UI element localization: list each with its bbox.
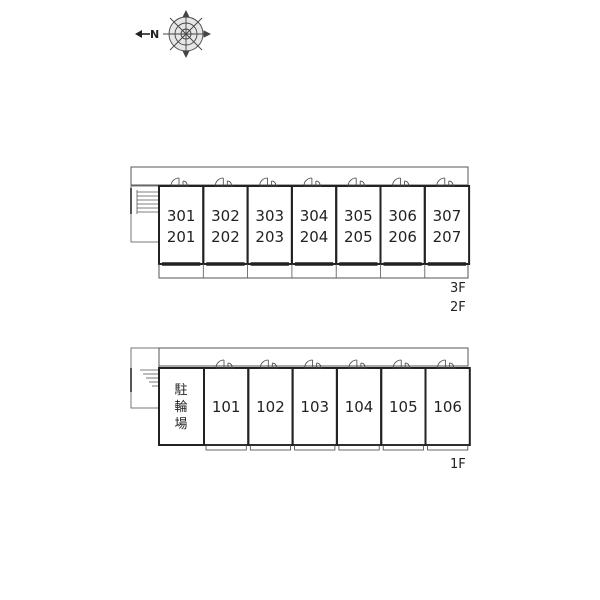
entrance-door-icon <box>303 177 322 187</box>
unit-label-304: 304 <box>300 207 329 225</box>
unit-label-205: 205 <box>344 228 373 246</box>
unit-102: 102 <box>247 359 294 451</box>
unit-label-301: 301 <box>167 207 196 225</box>
unit-outline <box>335 185 382 265</box>
bicycle-parking-char-2: 輪 <box>174 399 187 415</box>
entrance-door-icon <box>348 359 367 369</box>
window-sill <box>205 444 247 451</box>
entrance-door-icon <box>214 177 234 187</box>
floor-label-3f: 3F <box>450 281 466 296</box>
unit-outline <box>379 185 426 265</box>
unit-label-101: 101 <box>212 398 241 416</box>
upper-units: 3012013022023032033042043052053062063072… <box>158 177 471 278</box>
floor-label-2f: 2F <box>450 300 466 315</box>
entrance-door-icon <box>347 177 367 187</box>
unit-label-105: 105 <box>389 398 418 416</box>
unit-label-303: 303 <box>255 207 284 225</box>
north-arrow-icon <box>135 30 150 38</box>
lower-units: 101 102 103 104 105 106 <box>203 359 471 451</box>
unit-outline <box>423 185 471 265</box>
north-label: N <box>150 28 159 41</box>
lower-corridor <box>158 347 469 367</box>
unit-label-204: 204 <box>300 228 329 246</box>
upper-corridor <box>130 166 469 186</box>
compass: N <box>135 9 212 59</box>
unit-label-306: 306 <box>388 207 417 225</box>
lower-staircase <box>130 347 160 409</box>
unit-label-104: 104 <box>345 398 374 416</box>
window-sill <box>382 444 424 451</box>
entrance-door-icon <box>259 359 279 369</box>
unit-label-207: 207 <box>433 228 462 246</box>
unit-label-206: 206 <box>388 228 417 246</box>
bicycle-parking-char-3: 場 <box>174 417 187 432</box>
unit-101: 101 <box>203 359 250 451</box>
unit-outline <box>290 185 338 265</box>
upper-block: 3012013022023032033042043052053062063072… <box>130 166 471 315</box>
unit-label-103: 103 <box>300 398 329 416</box>
entrance-door-icon <box>215 359 234 369</box>
unit-106: 106 <box>424 359 471 451</box>
entrance-door-icon <box>392 359 412 369</box>
upper-staircase <box>130 185 160 243</box>
bicycle-parking-char-1: 駐 <box>174 383 187 398</box>
window-sill <box>294 444 336 451</box>
unit-label-305: 305 <box>344 207 373 225</box>
entrance-door-icon <box>437 359 456 369</box>
unit-label-102: 102 <box>256 398 285 416</box>
unit-outline <box>158 185 205 265</box>
window-sill <box>427 444 469 451</box>
floor-label-1f: 1F <box>450 457 466 472</box>
window-sill <box>338 444 380 451</box>
unit-label-302: 302 <box>211 207 240 225</box>
entrance-door-icon <box>436 177 455 187</box>
unit-label-106: 106 <box>433 398 462 416</box>
entrance-door-icon <box>392 177 411 187</box>
entrance-door-icon <box>259 177 278 187</box>
unit-outline <box>202 185 249 265</box>
compass-rose-icon <box>163 9 212 59</box>
unit-105: 105 <box>380 359 427 451</box>
unit-104: 104 <box>335 359 383 451</box>
entrance-door-icon <box>170 177 189 187</box>
unit-103: 103 <box>291 359 338 451</box>
unit-label-203: 203 <box>255 228 284 246</box>
window-sill <box>249 444 292 451</box>
unit-label-307: 307 <box>433 207 462 225</box>
unit-label-202: 202 <box>211 228 240 246</box>
unit-label-201: 201 <box>167 228 196 246</box>
upper-balcony <box>158 263 469 279</box>
lower-block: 駐 輪 場 101 102 103 104 105 106 1F <box>130 347 471 472</box>
entrance-door-icon <box>304 359 323 369</box>
unit-outline <box>246 185 293 265</box>
